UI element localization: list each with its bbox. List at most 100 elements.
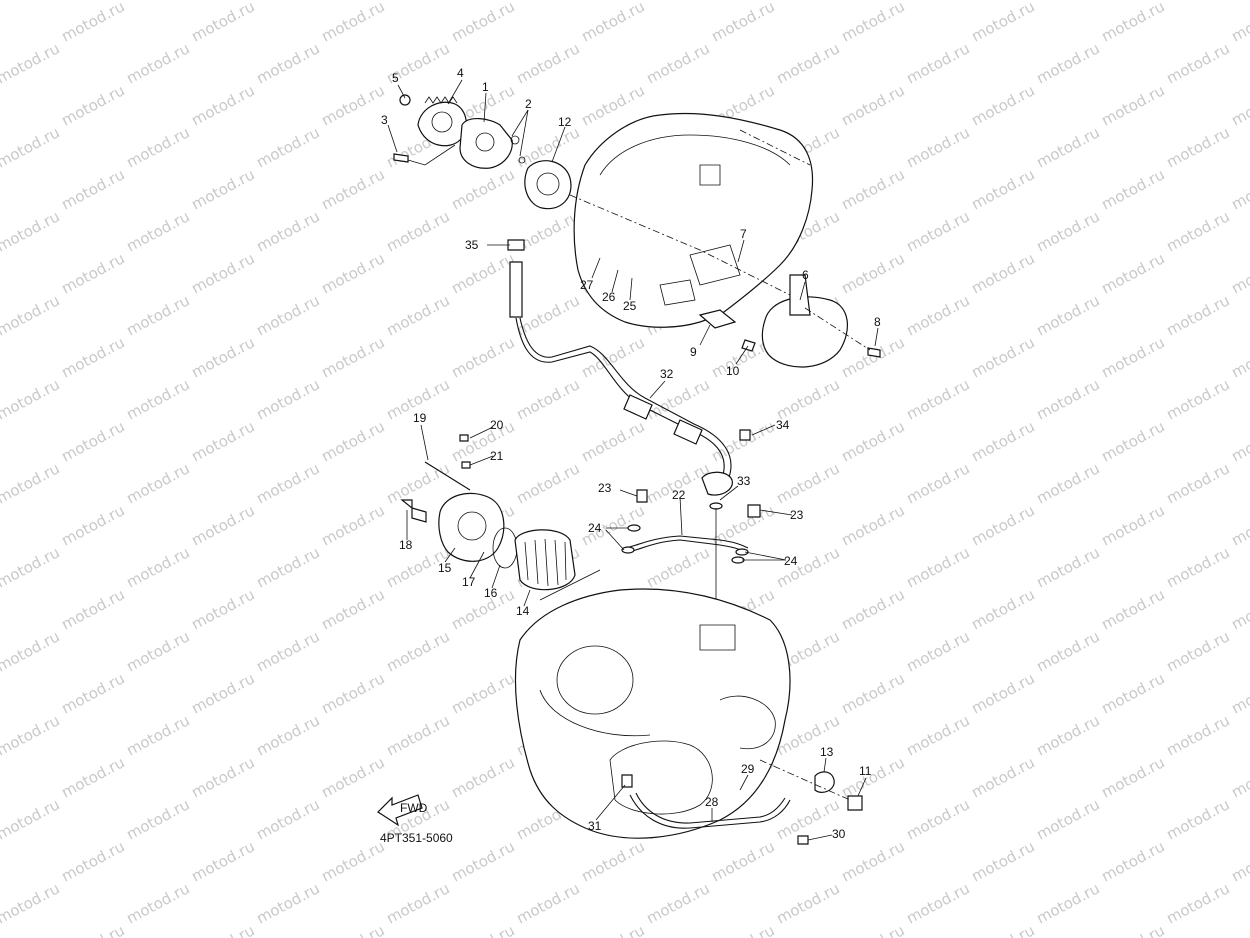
watermark-text: motod.ru bbox=[643, 543, 712, 591]
callout-19: 19 bbox=[413, 411, 427, 425]
watermark-text: motod.ru bbox=[1033, 627, 1102, 675]
watermark-text: motod.ru bbox=[513, 459, 582, 507]
watermark-text: motod.ru bbox=[1163, 543, 1232, 591]
watermark-text: motod.ru bbox=[838, 753, 907, 801]
watermark-text: motod.ru bbox=[968, 333, 1037, 381]
watermark-text: motod.ru bbox=[1163, 291, 1232, 339]
watermark-text: motod.ru bbox=[1033, 795, 1102, 843]
callout-23-right: 23 bbox=[790, 508, 804, 522]
watermark-text: motod.ru bbox=[123, 795, 192, 843]
callout-6: 6 bbox=[802, 268, 809, 282]
callout-labels: 5 4 1 2 3 12 7 6 8 9 10 35 27 26 25 32 3… bbox=[381, 66, 881, 841]
watermark-text: motod.ru bbox=[643, 0, 712, 4]
watermark-text: motod.ru bbox=[188, 837, 257, 885]
watermark-text: motod.ru bbox=[1228, 669, 1250, 717]
watermark-text: motod.ru bbox=[903, 711, 972, 759]
watermark-text: motod.ru bbox=[903, 291, 972, 339]
watermark-text: motod.ru bbox=[773, 879, 842, 927]
watermark-text: motod.ru bbox=[968, 837, 1037, 885]
watermark-text: motod.ru bbox=[1228, 837, 1250, 885]
callout-24-right: 24 bbox=[784, 554, 798, 568]
watermark-text: motod.ru bbox=[903, 879, 972, 927]
watermark-text: motod.ru bbox=[1098, 249, 1167, 297]
watermark-text: motod.ru bbox=[1098, 921, 1167, 938]
callout-20: 20 bbox=[490, 418, 504, 432]
watermark-text: motod.ru bbox=[0, 543, 63, 591]
watermark-text: motod.ru bbox=[318, 333, 387, 381]
callout-35: 35 bbox=[465, 238, 479, 252]
watermark-text: motod.ru bbox=[708, 921, 777, 938]
watermark-text: motod.ru bbox=[58, 249, 127, 297]
watermark-text: motod.ru bbox=[838, 333, 907, 381]
watermark-text: motod.ru bbox=[188, 81, 257, 129]
watermark-text: motod.ru bbox=[708, 0, 777, 46]
watermark-text: motod.ru bbox=[773, 375, 842, 423]
watermark-text: motod.ru bbox=[968, 417, 1037, 465]
callout-5: 5 bbox=[392, 71, 399, 85]
watermark-text: motod.ru bbox=[0, 0, 63, 4]
watermark-text: motod.ru bbox=[383, 627, 452, 675]
callout-7: 7 bbox=[740, 227, 747, 241]
watermark-text: motod.ru bbox=[1033, 375, 1102, 423]
oil-pipe-22 bbox=[621, 489, 761, 630]
watermark-text: motod.ru bbox=[58, 333, 127, 381]
watermark-text: motod.ru bbox=[58, 165, 127, 213]
watermark-text: motod.ru bbox=[838, 585, 907, 633]
watermark-text: motod.ru bbox=[253, 879, 322, 927]
watermark-text: motod.ru bbox=[968, 753, 1037, 801]
watermark-text: motod.ru bbox=[188, 165, 257, 213]
watermark-text: motod.ru bbox=[578, 921, 647, 938]
callout-34: 34 bbox=[776, 418, 790, 432]
watermark-text: motod.ru bbox=[123, 123, 192, 171]
watermark-text: motod.ru bbox=[708, 417, 777, 465]
watermark-text: motod.ru bbox=[903, 795, 972, 843]
callout-11: 11 bbox=[859, 764, 872, 778]
watermark-text: motod.ru bbox=[253, 795, 322, 843]
watermark-text: motod.ru bbox=[0, 795, 63, 843]
watermark-text: motod.ru bbox=[578, 333, 647, 381]
watermark-text: motod.ru bbox=[1033, 0, 1102, 4]
watermark-text: motod.ru bbox=[1098, 0, 1167, 46]
callout-9: 9 bbox=[690, 345, 697, 359]
watermark-text: motod.ru bbox=[838, 837, 907, 885]
oil-filter-group bbox=[400, 434, 601, 601]
watermark-text: motod.ru bbox=[1033, 543, 1102, 591]
watermark-text: motod.ru bbox=[1098, 501, 1167, 549]
watermark-text: motod.ru bbox=[1163, 711, 1232, 759]
watermark-text: motod.ru bbox=[188, 417, 257, 465]
watermark-text: motod.ru bbox=[318, 921, 387, 938]
watermark-text: motod.ru bbox=[838, 417, 907, 465]
watermark-text: motod.ru bbox=[318, 417, 387, 465]
watermark-text: motod.ru bbox=[968, 585, 1037, 633]
watermark-text: motod.ru bbox=[1098, 585, 1167, 633]
callout-2: 2 bbox=[525, 97, 532, 111]
watermark-text: motod.ru bbox=[123, 207, 192, 255]
callout-18: 18 bbox=[399, 538, 413, 552]
watermark-text: motod.ru bbox=[578, 837, 647, 885]
watermark-text: motod.ru bbox=[383, 711, 452, 759]
watermark-text: motod.ru bbox=[448, 753, 517, 801]
watermark-text: motod.ru bbox=[58, 501, 127, 549]
watermark-text: motod.ru bbox=[968, 501, 1037, 549]
callout-24-left: 24 bbox=[588, 521, 602, 535]
watermark-text: motod.ru bbox=[968, 165, 1037, 213]
watermark-text: motod.ru bbox=[0, 291, 63, 339]
watermark-text: motod.ru bbox=[0, 711, 63, 759]
callout-30: 30 bbox=[832, 827, 846, 841]
watermark-text: motod.ru bbox=[253, 0, 322, 4]
callout-33: 33 bbox=[737, 474, 751, 488]
watermark-text: motod.ru bbox=[1098, 417, 1167, 465]
callout-8: 8 bbox=[874, 315, 881, 329]
callout-14: 14 bbox=[516, 604, 530, 618]
upper-crankcase bbox=[569, 112, 814, 328]
watermark-text: motod.ru bbox=[968, 81, 1037, 129]
watermark-text: motod.ru bbox=[318, 669, 387, 717]
callout-13: 13 bbox=[820, 745, 834, 759]
callout-16: 16 bbox=[484, 586, 498, 600]
callout-22: 22 bbox=[672, 488, 686, 502]
watermark-text: motod.ru bbox=[838, 921, 907, 938]
leader-lines bbox=[387, 79, 879, 841]
watermark-text: motod.ru bbox=[448, 837, 517, 885]
watermark-text: motod.ru bbox=[0, 39, 63, 87]
watermark-text: motod.ru bbox=[1033, 39, 1102, 87]
